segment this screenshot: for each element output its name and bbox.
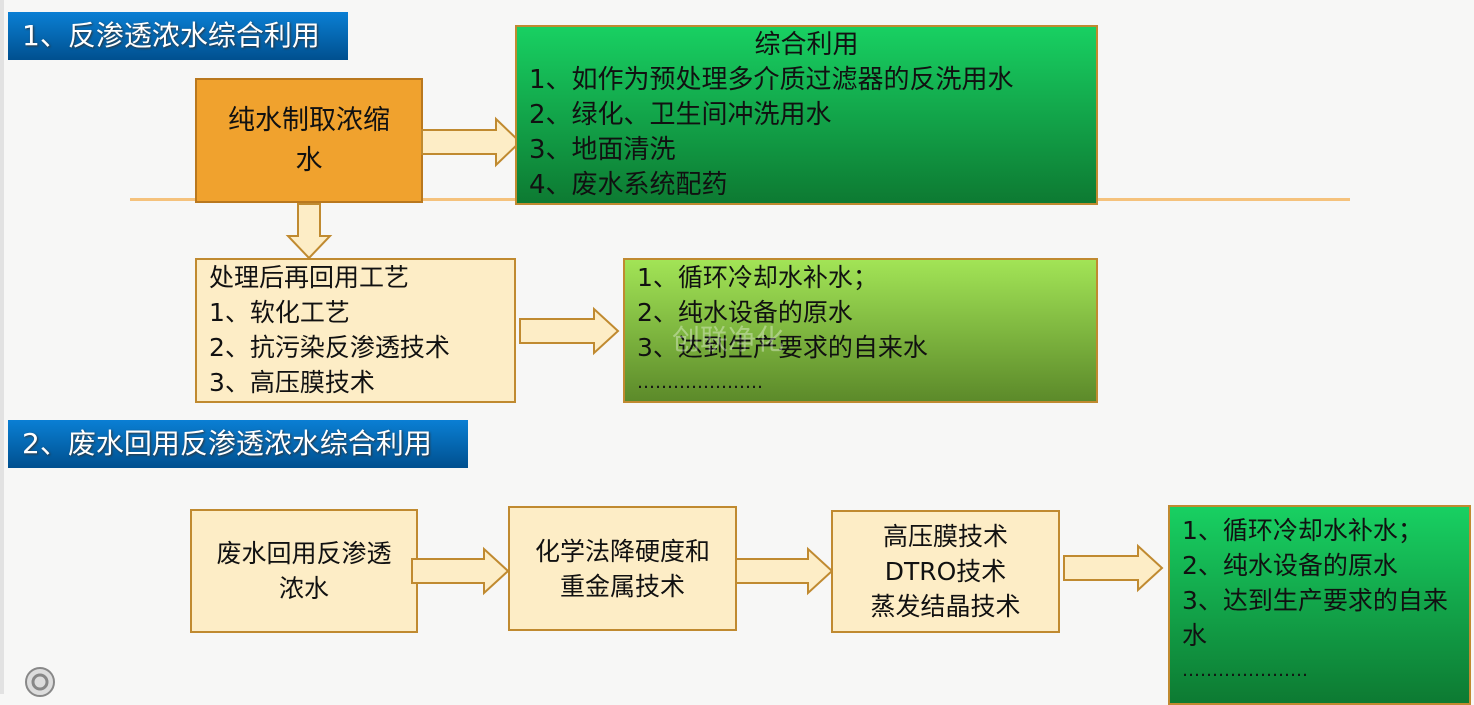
arrow-down-icon bbox=[285, 203, 333, 260]
slide-nav-icon[interactable] bbox=[24, 666, 56, 698]
section2-header: 2、废水回用反渗透浓水综合利用 bbox=[8, 420, 468, 468]
result-item: 2、纯水设备的原水 bbox=[1182, 551, 1398, 580]
reuse-item: ………………… bbox=[637, 372, 763, 393]
step3-line: 高压膜技术 bbox=[882, 522, 1008, 551]
result-item: ………………… bbox=[1182, 660, 1308, 681]
arrow-right-icon bbox=[519, 306, 620, 356]
process-item: 3、高压膜技术 bbox=[209, 368, 375, 397]
process-item: 2、抗污染反渗透技术 bbox=[209, 333, 450, 362]
step-box-1: 废水回用反渗透浓水 bbox=[190, 509, 418, 633]
result-item: 1、循环冷却水补水； bbox=[1182, 516, 1423, 545]
section1-header: 1、反渗透浓水综合利用 bbox=[8, 12, 348, 60]
result-item: 3、达到生产要求的自来水 bbox=[1182, 586, 1448, 650]
reuse-item: 2、纯水设备的原水 bbox=[637, 298, 853, 327]
reuse-item: 3、达到生产要求的自来水 bbox=[637, 333, 928, 362]
uses-item: 1、如作为预处理多介质过滤器的反洗用水 bbox=[529, 65, 1014, 95]
step3-line: DTRO技术 bbox=[884, 557, 1007, 586]
arrow-right-icon bbox=[411, 546, 510, 596]
arrow-right-icon bbox=[421, 116, 522, 168]
result-box: 1、循环冷却水补水； 2、纯水设备的原水 3、达到生产要求的自来水 ………………… bbox=[1168, 505, 1471, 705]
step-box-2: 化学法降硬度和重金属技术 bbox=[508, 506, 737, 631]
slide-left-edge bbox=[0, 0, 4, 694]
arrow-right-icon bbox=[1063, 543, 1164, 593]
reuse-item: 1、循环冷却水补水； bbox=[637, 263, 878, 292]
uses-item: 4、废水系统配药 bbox=[529, 170, 728, 200]
reuse-box: 1、循环冷却水补水； 2、纯水设备的原水 3、达到生产要求的自来水 ………………… bbox=[623, 258, 1098, 403]
uses-item: 3、地面清洗 bbox=[529, 135, 676, 165]
process-title: 处理后再回用工艺 bbox=[209, 263, 410, 292]
arrow-right-icon bbox=[735, 546, 834, 596]
process-box: 处理后再回用工艺 1、软化工艺 2、抗污染反渗透技术 3、高压膜技术 bbox=[195, 258, 516, 403]
step3-line: 蒸发结晶技术 bbox=[870, 592, 1021, 621]
process-item: 1、软化工艺 bbox=[209, 298, 350, 327]
step-box-3: 高压膜技术 DTRO技术 蒸发结晶技术 bbox=[831, 510, 1060, 633]
uses-item: 2、绿化、卫生间冲洗用水 bbox=[529, 100, 832, 130]
uses-box: 综合利用 1、如作为预处理多介质过滤器的反洗用水 2、绿化、卫生间冲洗用水 3、… bbox=[515, 25, 1098, 205]
uses-title: 综合利用 bbox=[754, 30, 859, 60]
source-box: 纯水制取浓缩水 bbox=[195, 78, 423, 203]
